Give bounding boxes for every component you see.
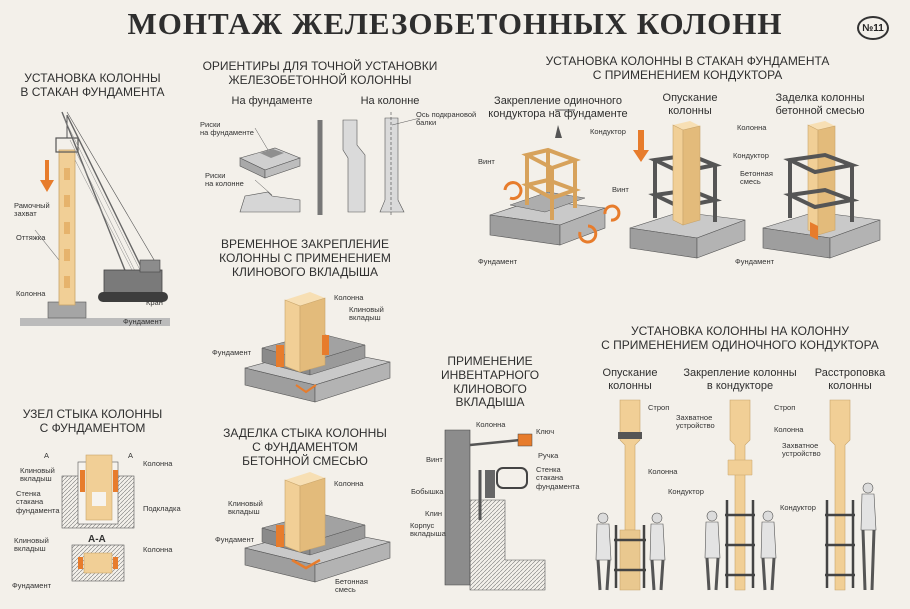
s5-label-foundation: Фундамент — [12, 581, 52, 590]
s3-label-conductor: Кондуктор — [590, 127, 626, 136]
sec2-on-foundation: На фундаменте — [231, 95, 313, 107]
s7-label-handle: Ручка — [538, 451, 559, 460]
cc-step2 — [704, 399, 777, 591]
s3-label-column: Колонна — [737, 123, 767, 132]
s1-label-foundation: Фундамент — [123, 317, 163, 326]
s3-label-screw: Винт — [478, 157, 495, 166]
column-on-column-illustration — [595, 399, 877, 591]
s1-label-guy: Оттяжка — [16, 233, 46, 242]
s7-label-screw: Винт — [426, 455, 443, 464]
s4-label-column: Колонна — [334, 293, 364, 302]
concrete-joint-illustration — [244, 472, 391, 583]
s6-label-foundation: Фундамент — [215, 535, 255, 544]
s5-label-column: Колонна — [143, 459, 173, 468]
orientation-marks-illustration — [239, 112, 421, 215]
conductor-step3 — [762, 121, 881, 259]
s3-label-foundation2: Фундамент — [735, 257, 775, 266]
s7-label-key: Ключ — [536, 427, 555, 436]
conductor-step2 — [629, 121, 746, 259]
s8-label-conductor: Кондуктор — [668, 487, 704, 496]
cc-step1 — [595, 399, 666, 591]
s5-label-column-b: Колонна — [143, 545, 173, 554]
s5-label-aa: А-А — [88, 534, 106, 545]
s8-label-sling: Строп — [648, 403, 670, 412]
s5-label-a1: А — [44, 451, 50, 460]
page-title: МОНТАЖ ЖЕЛЕЗОБЕТОННЫХ КОЛОНН — [127, 6, 783, 41]
s7-label-wedge: Клин — [425, 509, 443, 518]
s8-label-conductor2: Кондуктор — [780, 503, 816, 512]
s8-label-sling2: Строп — [774, 403, 796, 412]
s8-label-column2: Колонна — [774, 425, 804, 434]
s5-label-a2: А — [128, 451, 134, 460]
s3-label-foundation: Фундамент — [478, 257, 518, 266]
s3-label-conductor2: Кондуктор — [733, 151, 769, 160]
s1-label-column: Колонна — [16, 289, 46, 298]
s7-label-column: Колонна — [476, 420, 506, 429]
cc-step3 — [825, 399, 877, 591]
s4-label-foundation: Фундамент — [212, 348, 252, 357]
s3-label-screw2: Винт — [612, 185, 629, 194]
s8-label-column: Колонна — [648, 467, 678, 476]
s5-label-pad: Подкладка — [143, 504, 181, 513]
s6-label-column: Колонна — [334, 479, 364, 488]
sheet-number-badge: №11 — [857, 16, 889, 40]
joint-node-illustration — [61, 454, 135, 582]
inventory-wedge-illustration — [444, 429, 546, 591]
s7-label-boss: Бобышка — [411, 487, 444, 496]
s1-label-crane: Кран — [146, 298, 163, 307]
sec2-on-column: На колонне — [360, 95, 420, 107]
